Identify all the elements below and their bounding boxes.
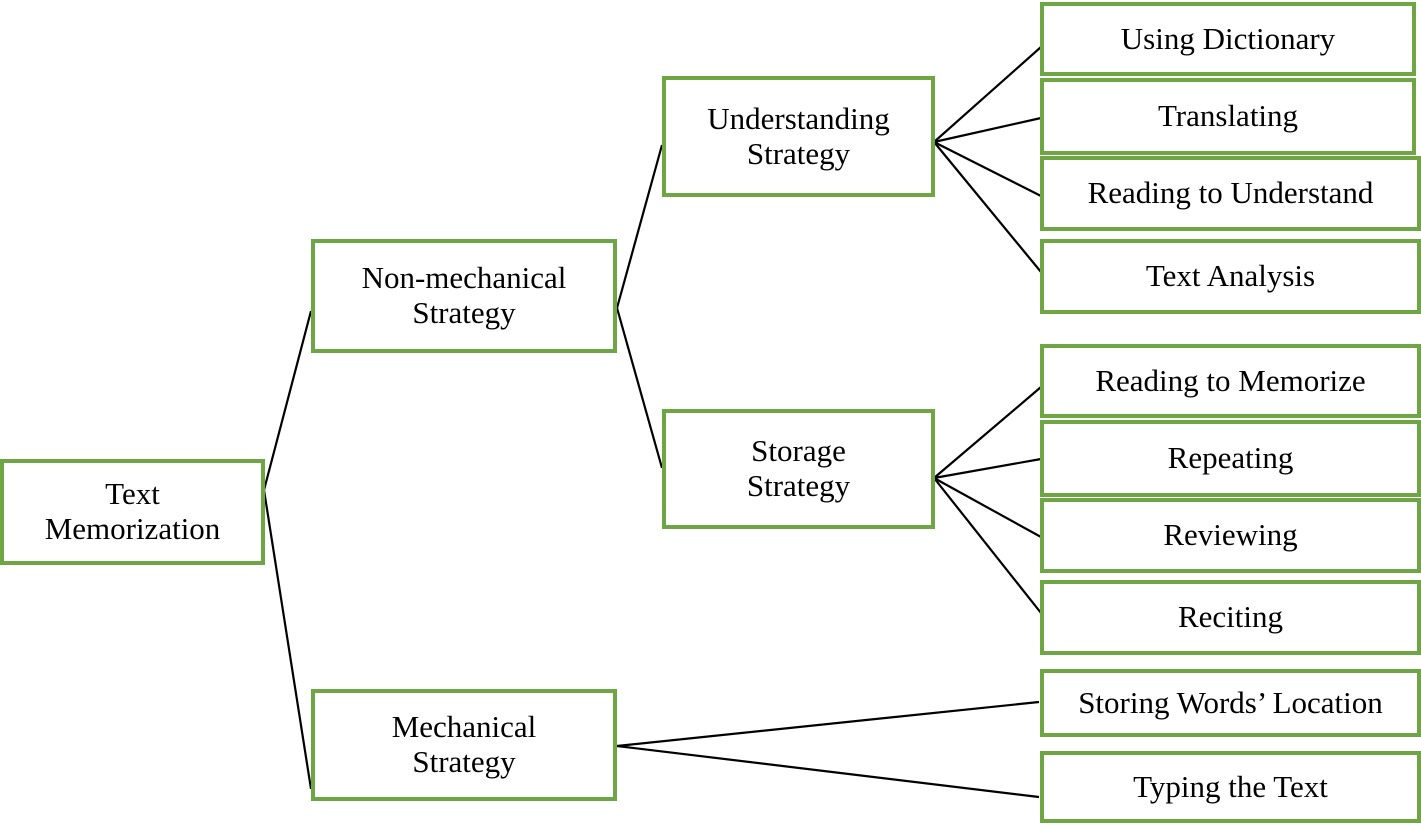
node-storing-words-location[interactable]: Storing Words’ Location: [1040, 669, 1421, 737]
node-repeating-label: Repeating: [1167, 440, 1294, 476]
node-repeating[interactable]: Repeating: [1040, 420, 1421, 497]
link-understanding-to-translating: [933, 116, 1042, 144]
link-nonmech-to-understanding: [615, 144, 664, 309]
node-reciting-label: Reciting: [1177, 599, 1284, 635]
link-mechanical-to-storing-words-location: [616, 700, 1040, 748]
link-storage-to-reciting: [933, 477, 1042, 614]
node-text-analysis-label: Text Analysis: [1145, 258, 1316, 294]
node-using-dictionary-label: Using Dictionary: [1120, 20, 1336, 56]
node-typing-the-text[interactable]: Typing the Text: [1040, 751, 1421, 823]
link-storage-to-reading-to-memorize: [933, 386, 1042, 479]
node-translating-label: Translating: [1157, 98, 1299, 134]
node-translating[interactable]: Translating: [1040, 78, 1416, 155]
node-typing-the-text-label: Typing the Text: [1133, 768, 1328, 804]
link-understanding-to-text-analysis: [933, 141, 1042, 273]
link-nonmech-to-storage: [615, 307, 664, 469]
link-understanding-to-reading-to-understand: [933, 141, 1042, 197]
link-understanding-to-using-dictionary: [933, 46, 1042, 143]
node-reviewing-label: Reviewing: [1163, 517, 1298, 553]
node-reading-to-memorize-label: Reading to Memorize: [1095, 362, 1366, 398]
link-mechanical-to-typing-the-text: [616, 744, 1040, 799]
node-using-dictionary[interactable]: Using Dictionary: [1040, 2, 1416, 76]
node-reading-to-understand[interactable]: Reading to Understand: [1040, 156, 1421, 231]
node-reciting[interactable]: Reciting: [1040, 580, 1421, 655]
link-storage-to-repeating: [933, 457, 1042, 480]
node-reviewing[interactable]: Reviewing: [1040, 498, 1421, 573]
node-reading-to-memorize[interactable]: Reading to Memorize: [1040, 344, 1421, 418]
link-storage-to-reviewing: [933, 477, 1042, 538]
node-text-analysis[interactable]: Text Analysis: [1040, 239, 1421, 314]
node-storing-words-location-label: Storing Words’ Location: [1078, 684, 1383, 720]
link-root-to-mechanical: [262, 489, 313, 790]
link-root-to-non-mechanical: [262, 310, 313, 491]
node-reading-to-understand-label: Reading to Understand: [1087, 175, 1374, 211]
